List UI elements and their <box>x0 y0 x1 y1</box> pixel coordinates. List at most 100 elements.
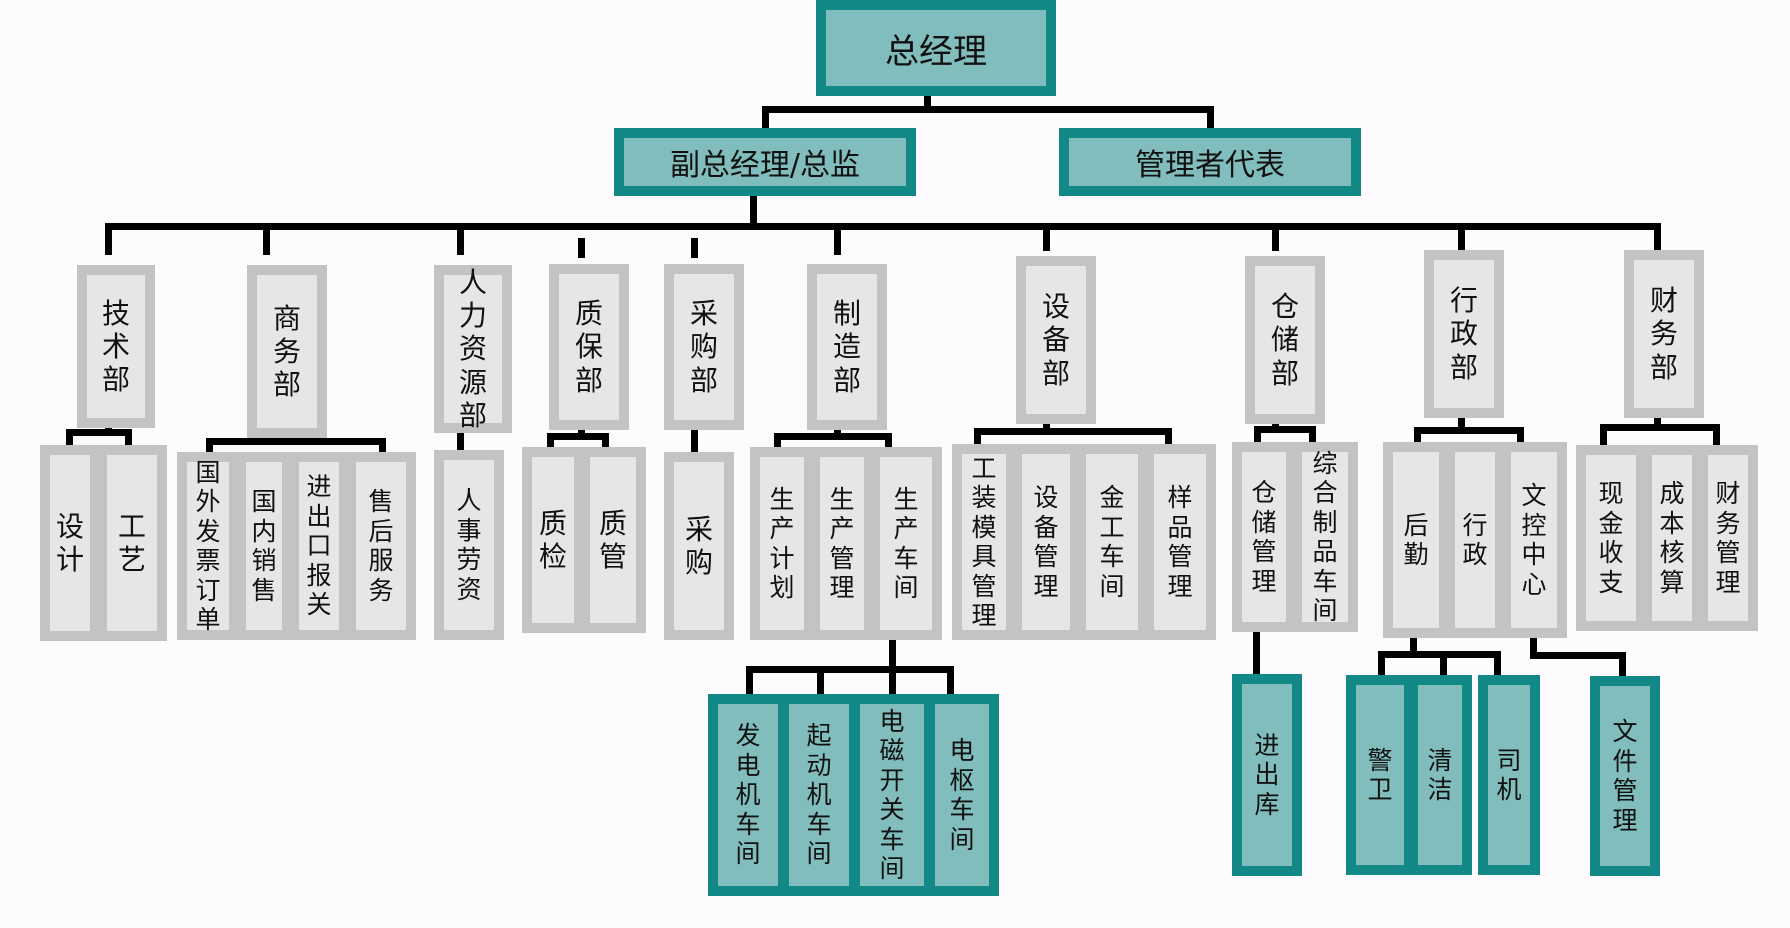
node-general-manager: 总经理 <box>816 0 1056 96</box>
connector-line <box>762 106 1214 113</box>
node-unit: 生产管理 <box>810 447 874 640</box>
connector-line <box>457 223 464 255</box>
connector-line <box>889 636 896 670</box>
connector-line <box>379 438 386 452</box>
node-logistics-unit: 司机 <box>1478 675 1540 875</box>
node-unit: 后勤 <box>1383 442 1449 638</box>
connector-line <box>105 223 112 255</box>
node-doc-unit: 文件管理 <box>1590 676 1660 876</box>
node-unit: 国内销售 <box>236 452 292 640</box>
connector-line <box>1654 223 1661 251</box>
connector-line <box>817 666 824 694</box>
connector-line <box>66 429 132 436</box>
node-dept-commerce: 商务部 <box>247 265 327 438</box>
connector-line <box>1494 651 1501 675</box>
node-warehouse-unit: 进出库 <box>1232 674 1302 876</box>
connector-line <box>206 438 386 445</box>
connector-line <box>1254 426 1261 442</box>
node-unit: 生产计划 <box>750 447 814 640</box>
connector-line <box>1530 652 1626 659</box>
connector-line <box>547 433 609 440</box>
connector-line <box>578 238 585 258</box>
connector-line <box>602 433 609 447</box>
connector-line <box>1619 652 1626 676</box>
connector-line <box>457 428 464 450</box>
node-logistics-unit: 清洁 <box>1408 675 1472 875</box>
connector-line <box>1254 426 1316 433</box>
connector-line <box>1378 651 1501 658</box>
node-unit: 采购 <box>664 452 734 640</box>
node-dept-admin: 行政部 <box>1424 250 1504 418</box>
node-unit: 质检 <box>522 447 584 633</box>
connector-line <box>1517 427 1524 445</box>
connector-line <box>1654 412 1661 428</box>
node-management-rep: 管理者代表 <box>1059 128 1361 196</box>
connector-line <box>547 433 554 447</box>
connector-line <box>885 433 892 447</box>
connector-line <box>750 190 757 226</box>
node-unit: 国外发票订单 <box>177 452 239 640</box>
connector-line <box>889 666 896 694</box>
node-workshop: 电枢车间 <box>925 694 999 896</box>
connector-line <box>762 106 769 130</box>
node-dept-warehouse: 仓储部 <box>1245 256 1325 424</box>
connector-line <box>746 666 753 694</box>
connector-line <box>206 438 213 452</box>
connector-line <box>1458 412 1465 432</box>
connector-line <box>1530 636 1537 658</box>
node-workshop: 起动机车间 <box>779 694 859 896</box>
connector-line <box>1713 424 1720 446</box>
node-unit: 售后服务 <box>346 452 416 640</box>
connector-line <box>105 223 1661 230</box>
connector-line <box>947 666 954 694</box>
node-workshop: 电磁开关车间 <box>850 694 934 896</box>
connector-line <box>1410 632 1417 656</box>
node-unit: 设计 <box>40 445 100 641</box>
connector-line <box>974 428 1172 435</box>
node-unit: 人事劳资 <box>434 450 504 640</box>
node-unit: 工装模具管理 <box>952 444 1016 640</box>
connector-line <box>1272 420 1279 430</box>
connector-line <box>1272 223 1279 251</box>
connector-line <box>1440 651 1447 675</box>
connector-line <box>1600 424 1607 446</box>
connector-line <box>834 223 841 255</box>
node-dept-finance: 财务部 <box>1624 250 1704 418</box>
connector-line <box>774 433 781 447</box>
node-deputy-gm: 副总经理/总监 <box>614 128 916 196</box>
node-dept-manufacturing: 制造部 <box>807 264 887 430</box>
connector-line <box>691 420 698 452</box>
connector-line <box>1600 424 1720 431</box>
node-unit: 设备管理 <box>1012 444 1080 640</box>
node-unit: 质管 <box>580 447 646 633</box>
connector-line <box>1043 420 1050 432</box>
connector-line <box>1378 651 1385 675</box>
connector-line <box>746 666 954 673</box>
connector-line <box>1043 223 1050 251</box>
connector-line <box>1414 427 1421 445</box>
connector-line <box>974 428 981 444</box>
node-unit: 财务管理 <box>1698 445 1758 631</box>
node-unit: 金工车间 <box>1076 444 1148 640</box>
connector-line <box>263 223 270 255</box>
connector-line <box>1414 427 1524 434</box>
connector-line <box>1207 106 1214 130</box>
connector-line <box>66 429 73 445</box>
node-unit: 文控中心 <box>1501 442 1567 638</box>
node-unit: 进出口报关 <box>289 452 349 640</box>
node-unit: 仓储管理 <box>1232 442 1296 632</box>
connector-line <box>125 429 132 445</box>
node-unit: 现金收支 <box>1576 445 1646 631</box>
node-unit: 行政 <box>1445 442 1505 638</box>
connector-line <box>1309 426 1316 442</box>
node-unit: 综合制品车间 <box>1292 442 1358 632</box>
connector-line <box>691 238 698 258</box>
node-workshop: 发电机车间 <box>708 694 788 896</box>
node-dept-qa: 质保部 <box>549 264 629 430</box>
node-dept-hr: 人力资源部 <box>434 265 512 433</box>
connector-line <box>1253 628 1260 674</box>
node-unit: 生产车间 <box>870 447 942 640</box>
node-unit: 工艺 <box>97 445 167 641</box>
node-unit: 样品管理 <box>1144 444 1216 640</box>
